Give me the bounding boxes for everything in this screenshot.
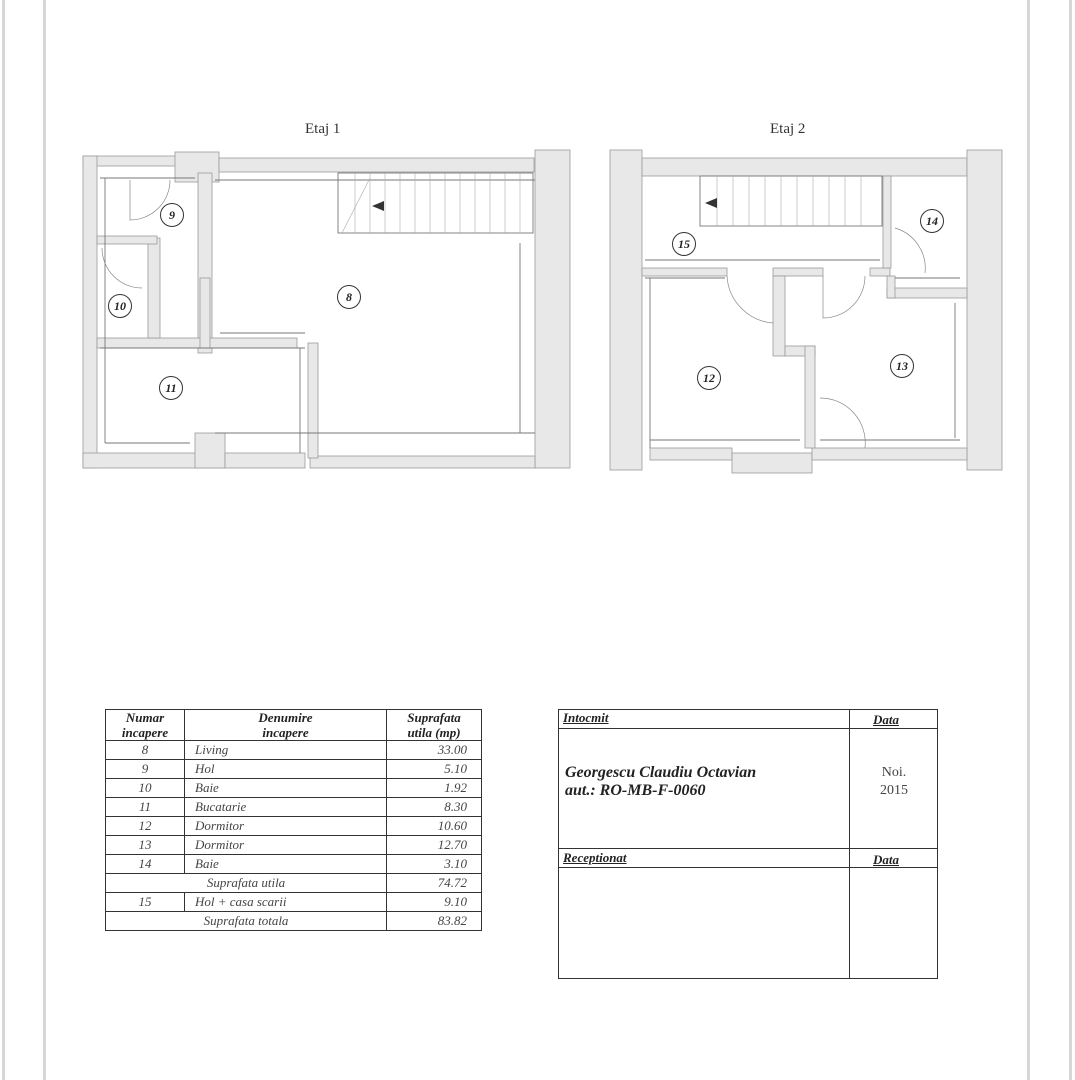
- received-date-label: Data: [873, 852, 899, 867]
- divider: [849, 710, 850, 978]
- page-edge-left: [43, 0, 46, 1080]
- author-id: aut.: RO-MB-F-0060: [565, 782, 706, 799]
- divider: [559, 867, 937, 868]
- room-marker-14: 14: [920, 209, 944, 233]
- room-marker-9: 9: [160, 203, 184, 227]
- received-label: Receptionat: [563, 850, 627, 865]
- page-edge-right-outer: [1069, 0, 1072, 1080]
- room-marker-12: 12: [697, 366, 721, 390]
- room-marker-10: 10: [108, 294, 132, 318]
- prepared-date: Noi. 2015: [880, 765, 908, 798]
- date-label: Data: [873, 712, 899, 727]
- author-block: Georgescu Claudiu Octavian aut.: RO-MB-F…: [565, 764, 756, 800]
- room-marker-11: 11: [159, 376, 183, 400]
- floor-plan-2: [609, 149, 1003, 474]
- floor-plan-1: [82, 149, 571, 469]
- page-edge-left-outer: [2, 0, 5, 1080]
- divider: [559, 728, 937, 729]
- room-marker-15: 15: [672, 232, 696, 256]
- title-block: Intocmit Data Georgescu Claudiu Octavian…: [558, 709, 938, 979]
- prepared-label: Intocmit: [563, 710, 609, 725]
- room-marker-8: 8: [337, 285, 361, 309]
- divider: [559, 848, 937, 849]
- author-name: Georgescu Claudiu Octavian: [565, 764, 757, 781]
- room-marker-13: 13: [890, 354, 914, 378]
- floor-plan-1-title: Etaj 1: [305, 121, 341, 137]
- floor-plan-2-title: Etaj 2: [770, 121, 806, 137]
- page-edge-right: [1027, 0, 1030, 1080]
